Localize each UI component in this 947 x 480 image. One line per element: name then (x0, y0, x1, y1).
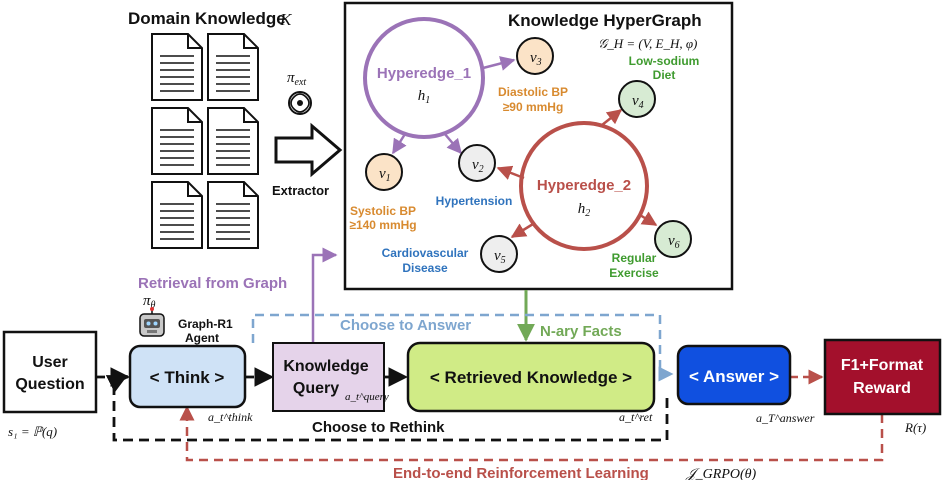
nary-facts-label: N-ary Facts (540, 323, 622, 340)
hyperedge-2-label: Hyperedge_2 (537, 177, 631, 194)
hyperedge-1-label: Hyperedge_1 (377, 65, 471, 82)
choose-to-answer-path (251, 313, 674, 382)
user-question-box: User Question (2, 330, 98, 414)
svg-text:v4: v4 (632, 93, 644, 111)
reward-line2: Reward (853, 380, 911, 397)
knowledge-hypergraph-panel: Knowledge HyperGraph 𝒢_H = (V, E_H, φ) H… (343, 1, 734, 291)
user-question-line1: User (32, 354, 68, 371)
retrieval-arrow (311, 247, 338, 343)
agent-section: πθ Graph-R1 Agent (139, 293, 233, 345)
svg-text:v2: v2 (472, 157, 484, 175)
initial-state: s₁ = ℙ(q) (8, 424, 57, 439)
hyperedge-1-symbol: h1 (418, 88, 431, 106)
node-v5: v5 Cardiovascular Disease (382, 235, 518, 275)
node-v4-caption-line1: Low-sodium (629, 54, 700, 68)
node-v6-caption-line2: Exercise (609, 266, 659, 280)
document-page-icon (207, 181, 259, 249)
document-page-icon (207, 107, 259, 175)
rl-label: End-to-end Reinforcement Learning (393, 465, 649, 480)
node-v3: v3 Diastolic BP ≥90 mmHg (498, 37, 568, 114)
think-box: < Think > (128, 344, 247, 409)
edge-h1-v2 (443, 132, 462, 155)
node-v6-caption-line1: Regular (612, 251, 657, 265)
user-question-line2: Question (15, 376, 84, 393)
retrieved-knowledge-label: < Retrieved Knowledge > (430, 368, 632, 387)
node-v4: v4 Low-sodium Diet (618, 54, 700, 118)
node-v5-caption-line2: Disease (402, 261, 448, 275)
edge-h2-v4 (601, 109, 623, 126)
retrieved-knowledge-box: < Retrieved Knowledge > (406, 341, 656, 413)
extractor-policy: πext (287, 70, 306, 88)
agent-label-line2: Agent (185, 331, 219, 345)
agent-policy: πθ (143, 293, 156, 311)
document-stack-icon (151, 33, 259, 249)
edge-h2-v6 (639, 211, 658, 227)
choose-to-answer-label: Choose to Answer (340, 317, 471, 334)
node-v1-caption-line1: Systolic BP (350, 204, 416, 218)
node-v5-caption-line1: Cardiovascular (382, 246, 469, 260)
node-v2-caption: Hypertension (436, 194, 513, 208)
choose-to-rethink-label: Choose to Rethink (312, 419, 445, 436)
rl-objective: 𝒥_GRPO(θ) (685, 467, 757, 480)
edge-h1-v3 (482, 56, 516, 71)
think-action: a_t^think (208, 410, 253, 424)
svg-text:v1: v1 (379, 166, 391, 184)
edge-h2-v2 (496, 165, 525, 180)
node-v3-caption-line1: Diastolic BP (498, 85, 568, 99)
knowledge-query-line1: Knowledge (283, 358, 368, 375)
node-v2: v2 Hypertension (436, 144, 513, 208)
node-v3-caption-line2: ≥90 mmHg (503, 100, 564, 114)
domain-knowledge-section: Domain Knowledge K (128, 9, 293, 249)
domain-knowledge-symbol: K (279, 10, 293, 29)
document-page-icon (151, 107, 203, 175)
robot-icon (139, 307, 165, 337)
query-action: a_t^query (345, 391, 389, 403)
reward-symbol: R(τ) (904, 420, 926, 435)
svg-text:v3: v3 (530, 50, 542, 68)
extractor-arrow-icon (274, 122, 343, 178)
reward-box: F1+Format Reward (823, 338, 942, 416)
node-v6: v6 Regular Exercise (609, 220, 692, 280)
hypergraph-title: Knowledge HyperGraph (508, 11, 702, 30)
retrieved-action: a_t^ret (619, 410, 653, 424)
knowledge-query-box: Knowledge Query a_t^query (272, 342, 389, 412)
edge-h2-v5 (510, 222, 534, 239)
document-page-icon (207, 33, 259, 101)
agent-label-line1: Graph-R1 (178, 317, 233, 331)
extractor-section: πext Extractor (272, 70, 343, 198)
svg-text:v5: v5 (494, 248, 506, 266)
hyperedge-1-circle (363, 17, 485, 139)
extractor-label: Extractor (272, 183, 329, 198)
document-page-icon (151, 33, 203, 101)
domain-knowledge-title: Domain Knowledge (128, 9, 286, 28)
retrieval-from-graph-label: Retrieval from Graph (138, 275, 287, 292)
reward-line1: F1+Format (841, 357, 924, 374)
edge-h1-v1 (391, 133, 407, 155)
svg-text:v6: v6 (668, 233, 680, 251)
knowledge-query-line2: Query (293, 380, 339, 397)
node-v1-caption-line2: ≥140 mmHg (349, 218, 416, 232)
answer-action: a_T^answer (756, 411, 815, 425)
hyperedge-2-symbol: h2 (578, 201, 591, 219)
hypergraph-formula: 𝒢_H = (V, E_H, φ) (598, 36, 697, 51)
document-page-icon (151, 181, 203, 249)
node-v1: v1 Systolic BP ≥140 mmHg (349, 153, 417, 232)
rl-feedback-path (179, 405, 884, 462)
hyperedge-2-circle (519, 121, 649, 251)
think-label: < Think > (150, 368, 225, 387)
openai-logo-icon (288, 91, 312, 115)
answer-box: < Answer > (676, 344, 792, 406)
answer-label: < Answer > (689, 367, 779, 386)
node-v4-caption-line2: Diet (653, 68, 676, 82)
